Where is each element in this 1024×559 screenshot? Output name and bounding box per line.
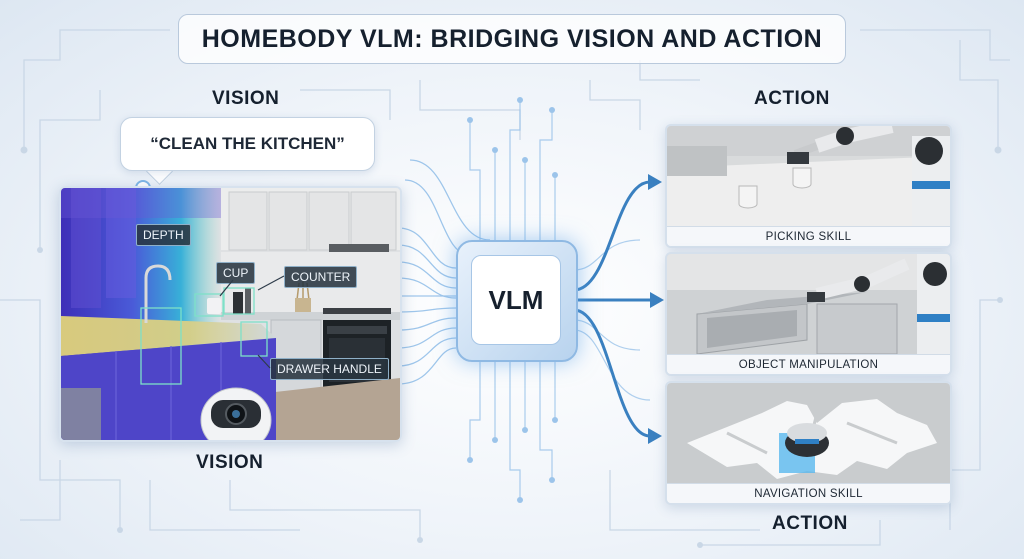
action-heading-bottom: ACTION: [772, 513, 848, 534]
counter-label: COUNTER: [284, 266, 358, 288]
kitchen-scene-illustration: [61, 188, 400, 440]
action-heading-top: ACTION: [754, 88, 830, 109]
skill-label-navigation: NAVIGATION SKILL: [667, 483, 950, 503]
skill-panel-picking: PICKING SKILL: [665, 124, 952, 248]
vlm-chip-label: VLM: [471, 255, 561, 345]
skill-label-manipulation: OBJECT MANIPULATION: [667, 354, 950, 374]
skill-panel-navigation: NAVIGATION SKILL: [665, 381, 952, 505]
instruction-bubble: “CLEAN THE KITCHEN”: [120, 117, 375, 171]
skill-panel-manipulation: OBJECT MANIPULATION: [665, 252, 952, 376]
page-title: HOMEBODY VLM: BRIDGING VISION AND ACTION: [178, 14, 846, 64]
drawer-handle-label: DRAWER HANDLE: [270, 358, 389, 380]
kitchen-scene-image: [59, 186, 402, 442]
navigation-skill-illustration: [667, 383, 950, 483]
skill-label-picking: PICKING SKILL: [667, 226, 950, 246]
object-manipulation-illustration: [667, 254, 950, 354]
flow-arrows: [573, 180, 652, 438]
cup-label: CUP: [216, 262, 256, 284]
vision-heading-top: VISION: [212, 88, 280, 109]
picking-skill-illustration: [667, 126, 950, 226]
depth-label: DEPTH: [136, 224, 191, 246]
vision-heading-bottom: VISION: [196, 452, 264, 473]
